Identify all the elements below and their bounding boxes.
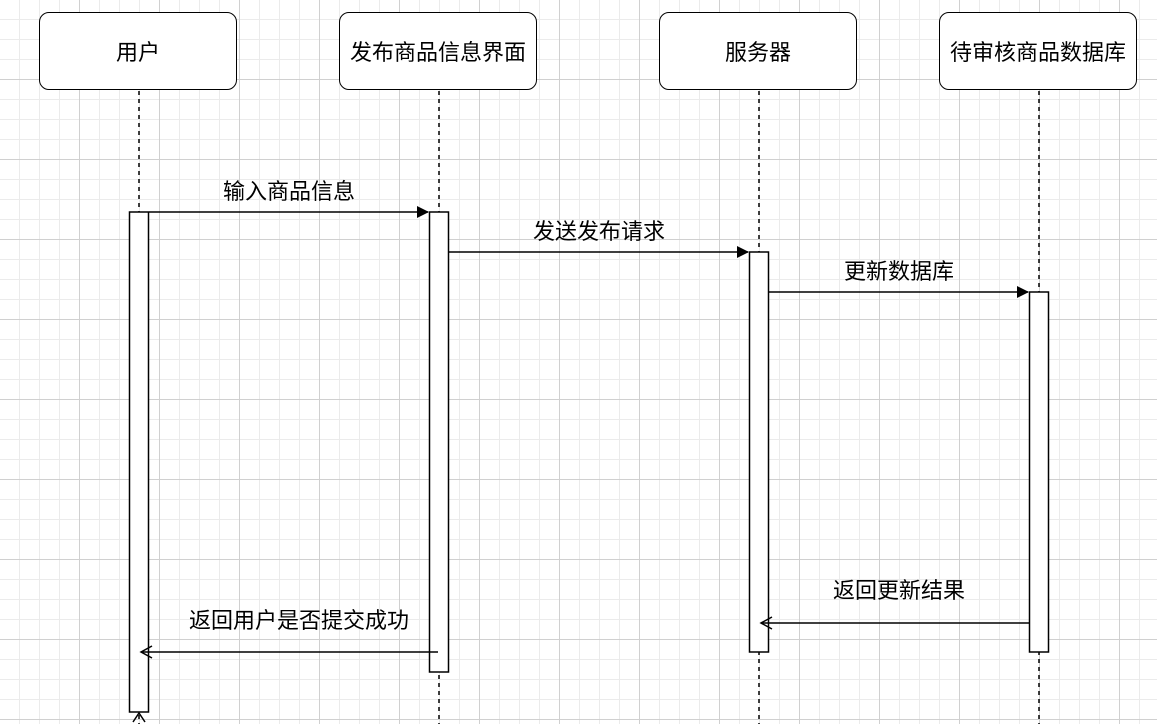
message-label-input-info: 输入商品信息 (222, 180, 356, 205)
activation-pending-db (1028, 291, 1050, 653)
actor-user-label: 用户 (115, 41, 160, 66)
actor-pending-db[interactable]: 待审核商品数据库 (939, 12, 1137, 90)
activation-publish-ui (428, 211, 450, 673)
activation-server (748, 251, 770, 653)
actor-server[interactable]: 服务器 (659, 12, 857, 90)
message-label-send-request: 发送发布请求 (532, 220, 666, 245)
message-label-return-user: 返回用户是否提交成功 (188, 609, 410, 634)
actor-server-label: 服务器 (724, 41, 791, 66)
actor-publish-ui[interactable]: 发布商品信息界面 (339, 12, 537, 90)
actor-pending-db-label: 待审核商品数据库 (949, 41, 1126, 66)
actor-user[interactable]: 用户 (39, 12, 237, 90)
activation-user (128, 211, 150, 713)
message-label-return-update: 返回更新结果 (832, 579, 966, 604)
message-label-update-db: 更新数据库 (843, 260, 955, 285)
actor-publish-ui-label: 发布商品信息界面 (349, 41, 526, 66)
user-lifeline-bottom-arrow (132, 711, 146, 723)
